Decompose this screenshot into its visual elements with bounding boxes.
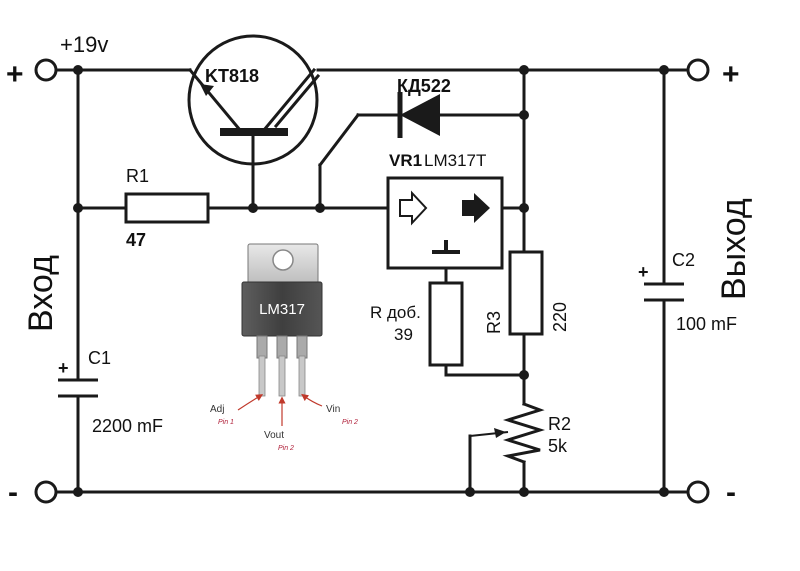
input-label: Вход: [22, 255, 60, 332]
regulator-ref: VR1: [389, 151, 422, 170]
diode-kd522: [397, 92, 440, 138]
regulator-vr1: [386, 176, 504, 270]
r-add-ref: R доб.: [370, 303, 421, 322]
regulator-part: LM317T: [424, 151, 486, 170]
c2-polarity: +: [638, 262, 649, 282]
r1-value: 47: [126, 230, 146, 250]
r2-ref: R2: [548, 414, 571, 434]
input-minus-sign: -: [8, 476, 18, 509]
potentiometer-r2: [502, 402, 546, 464]
r3-ref: R3: [484, 311, 504, 334]
junction-nodes: [73, 65, 669, 497]
diode-label: КД522: [397, 76, 451, 96]
input-plus-terminal: [34, 58, 58, 82]
wires: [54, 68, 688, 494]
pin-vout-sub: Pin 2: [278, 445, 294, 452]
output-plus-sign: +: [722, 58, 740, 91]
c2-ref: C2: [672, 250, 695, 270]
output-minus-sign: -: [726, 476, 736, 509]
r2-value: 5k: [548, 436, 568, 456]
r1-ref: R1: [126, 166, 149, 186]
c1-value: 2200 mF: [92, 416, 163, 436]
capacitor-c1: [58, 378, 98, 398]
r-add-value: 39: [394, 325, 413, 344]
capacitor-c2: [644, 282, 684, 302]
resistor-r-add: [428, 281, 464, 367]
input-plus-sign: +: [6, 58, 24, 91]
lm317-chip-label: LM317: [259, 301, 305, 318]
resistor-r1: [124, 192, 210, 224]
pin-adj-label: Adj: [210, 404, 224, 415]
c1-ref: C1: [88, 348, 111, 368]
c1-polarity: +: [58, 358, 69, 378]
pin-vin-label: Vin: [326, 404, 340, 415]
resistor-r3: [508, 250, 544, 336]
output-label: Выход: [715, 198, 753, 300]
pin-vin-sub: Pin 2: [342, 419, 358, 426]
lm317-package-illustration: [237, 243, 323, 426]
transistor-label: KT818: [205, 66, 259, 86]
c2-value: 100 mF: [676, 314, 737, 334]
r3-value: 220: [550, 302, 570, 332]
pin-vout-label: Vout: [264, 430, 284, 441]
input-minus-terminal: [34, 480, 58, 504]
pin-adj-sub: Pin 1: [218, 419, 234, 426]
output-minus-terminal: [686, 480, 710, 504]
output-plus-terminal: [686, 58, 710, 82]
transistor-kt818: [187, 34, 321, 166]
supply-voltage-label: +19v: [60, 32, 108, 57]
